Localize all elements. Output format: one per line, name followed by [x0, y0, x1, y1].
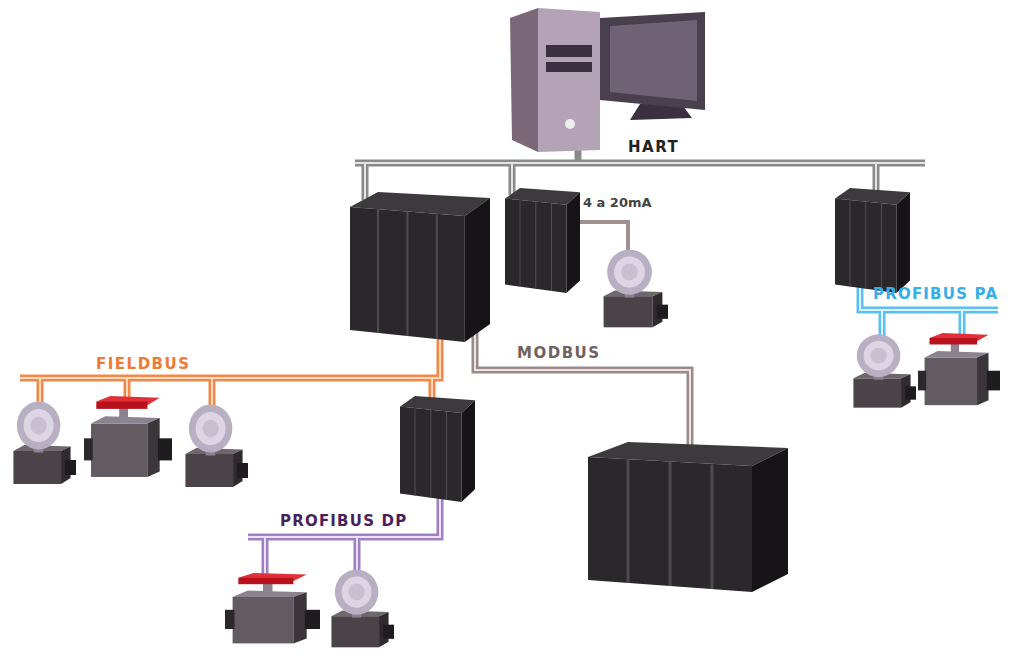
- valve: [84, 396, 172, 477]
- modbus-bus: [475, 330, 690, 448]
- bus-label: FIELDBUS: [96, 356, 191, 373]
- controller-rack: [400, 396, 475, 502]
- profibus-dp-bus: [248, 495, 440, 578]
- signal-label: 4 a 20mA: [583, 196, 652, 210]
- controller-rack: [588, 442, 788, 592]
- controller-rack: [505, 188, 580, 293]
- hart-bus: [355, 163, 925, 200]
- controller-rack: [350, 192, 490, 342]
- bus-label: PROFIBUS DP: [280, 513, 407, 530]
- fieldbus-bus: [20, 335, 440, 405]
- field-devices: [13, 249, 1000, 647]
- controller-rack: [835, 188, 910, 293]
- bus-label: PROFIBUS PA: [873, 286, 998, 303]
- transmitter: [604, 249, 668, 327]
- transmitter: [185, 405, 248, 488]
- transmitter: [853, 334, 916, 407]
- transmitter: [13, 402, 76, 485]
- computer: [510, 8, 705, 163]
- controllers: [350, 188, 910, 592]
- analog-wire: [578, 222, 628, 252]
- bus-label: MODBUS: [517, 345, 601, 362]
- valve: [918, 333, 1000, 405]
- transmitter: [331, 569, 394, 647]
- profibus-pa-bus: [860, 285, 998, 338]
- bus-label: HART: [628, 139, 679, 156]
- valve: [225, 573, 320, 643]
